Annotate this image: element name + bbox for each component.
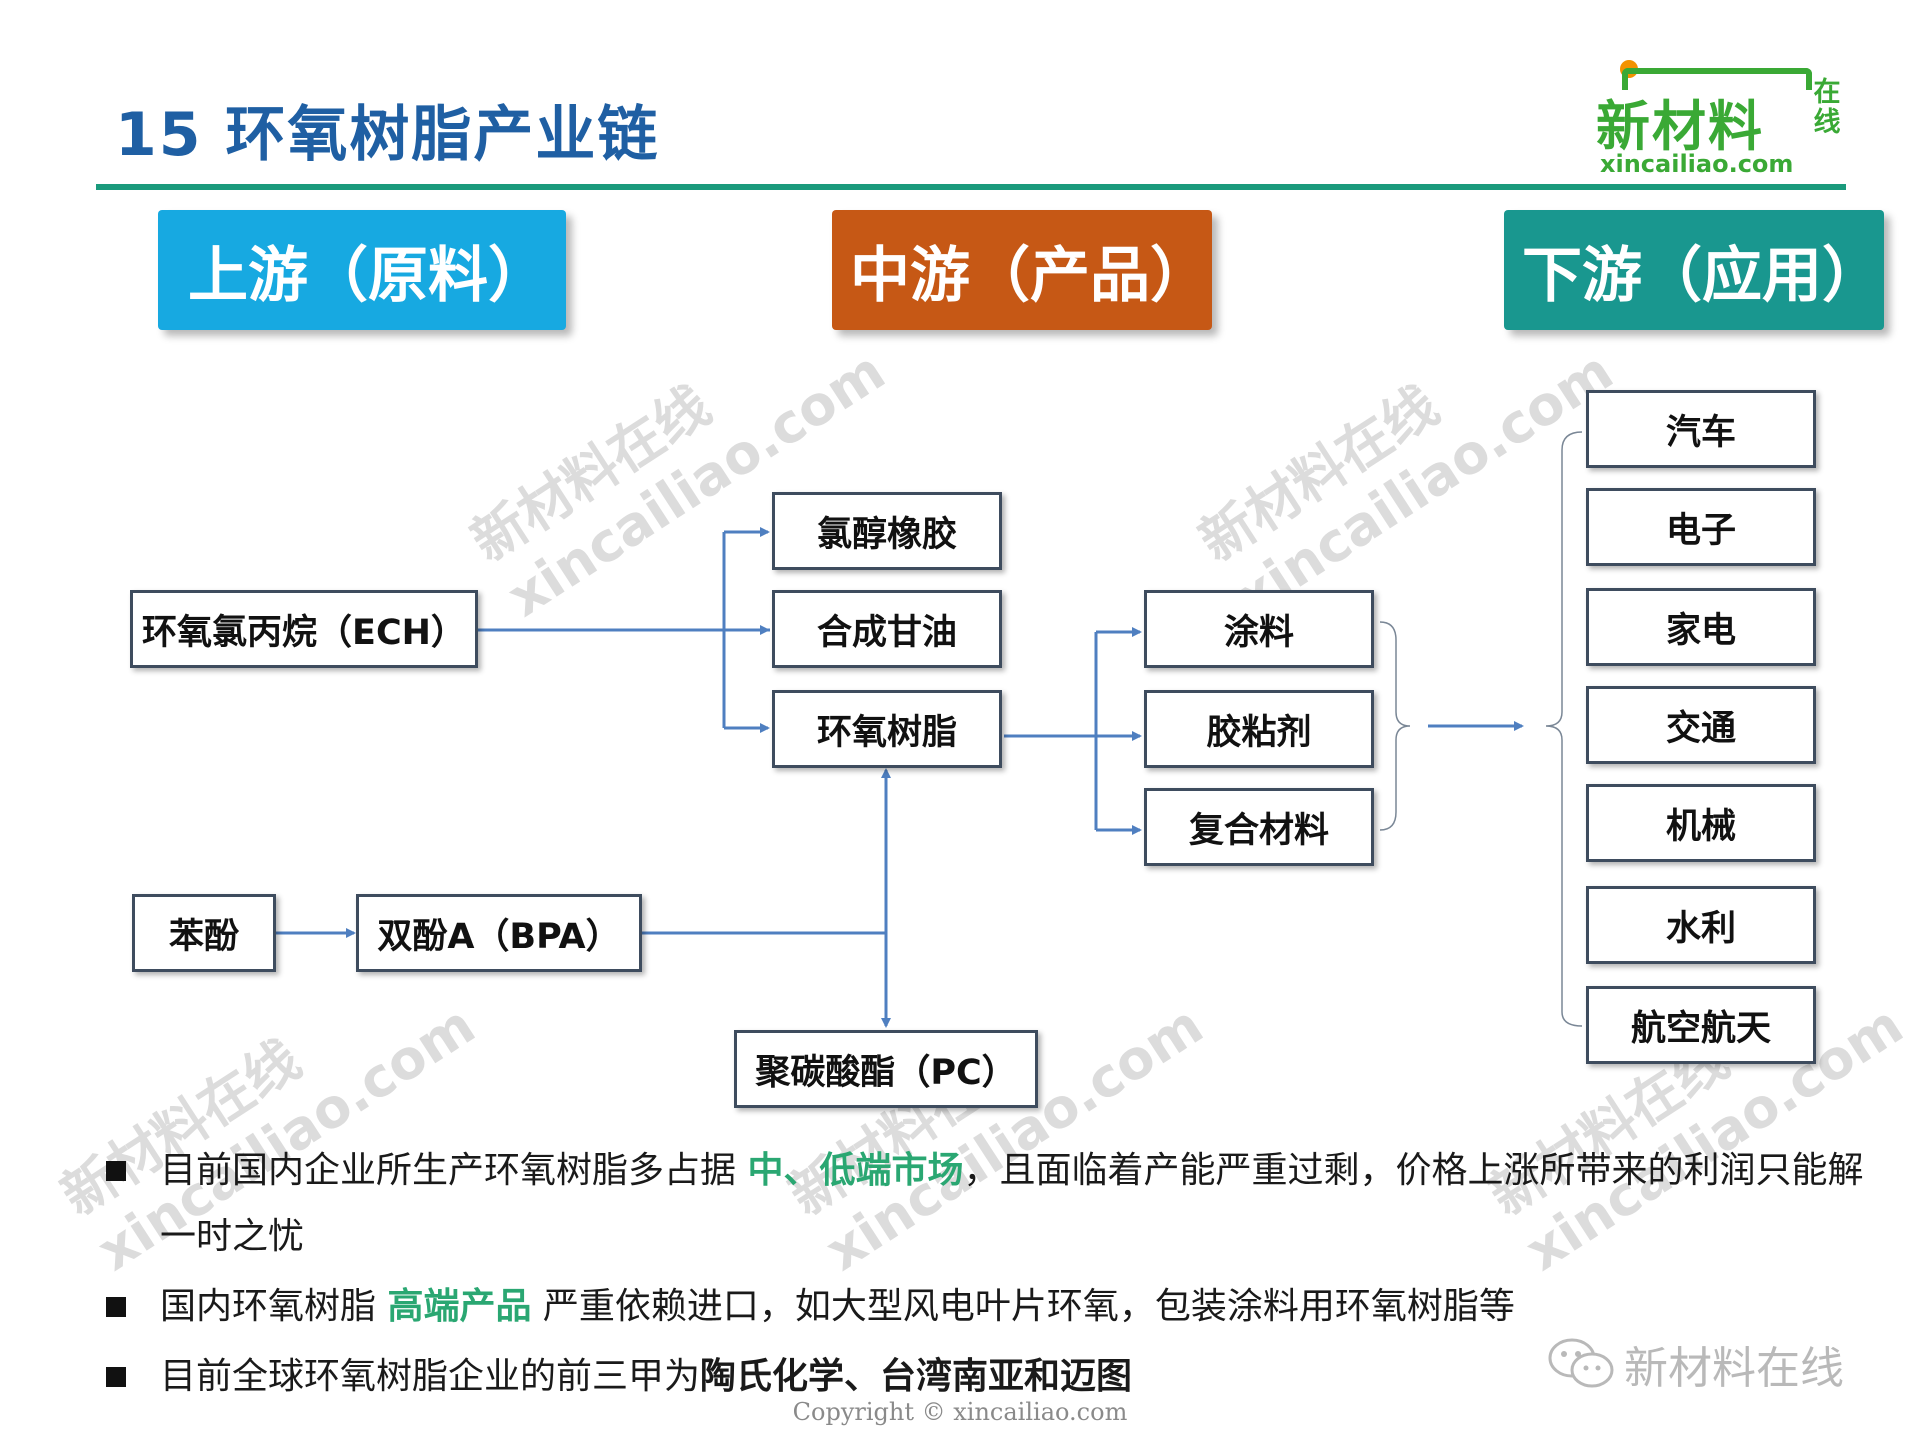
copyright: Copyright © xincailiao.com: [792, 1398, 1128, 1426]
square-bullet-icon: [106, 1161, 126, 1181]
node-phenol: 苯酚: [132, 894, 276, 972]
node-synthetic-glycerin: 合成甘油: [772, 590, 1002, 668]
stage-upstream: 上游（原料）: [158, 210, 566, 330]
title-divider: [96, 184, 1846, 190]
logo-roof-icon: [1622, 68, 1812, 90]
brand-logo: 新材料 在线 xincailiao.com: [1588, 60, 1848, 178]
node-bpa: 双酚A（BPA）: [356, 894, 642, 972]
square-bullet-icon: [106, 1297, 126, 1317]
app-node: 家电: [1586, 588, 1816, 666]
note-text: 目前全球环氧树脂企业的前三甲为陶氏化学、台湾南亚和迈图: [160, 1356, 1133, 1397]
wechat-name: 新材料在线: [1624, 1343, 1844, 1394]
node-coating: 涂料: [1144, 590, 1374, 668]
node-pc: 聚碳酸酯（PC）: [734, 1030, 1038, 1108]
note-item: 目前全球环氧树脂企业的前三甲为陶氏化学、台湾南亚和迈图: [106, 1344, 1886, 1410]
wechat-icon: [1548, 1338, 1614, 1388]
node-ech: 环氧氯丙烷（ECH）: [130, 590, 478, 668]
logo-wordmark: 新材料: [1596, 95, 1764, 158]
logo-side-text: 在线: [1813, 77, 1841, 138]
note-text: 目前国内企业所生产环氧树脂多占据 中、低端市场，且面临着产能严重过剩，价格上涨所…: [160, 1150, 1864, 1257]
square-bullet-icon: [106, 1367, 126, 1387]
stage-midstream: 中游（产品）: [832, 210, 1212, 330]
app-node: 机械: [1586, 784, 1816, 862]
bracket-applications: [1545, 431, 1583, 1027]
app-node: 水利: [1586, 886, 1816, 964]
page-title: 15 环氧树脂产业链: [115, 100, 660, 170]
node-composite: 复合材料: [1144, 788, 1374, 866]
wechat-account: 新材料在线: [1546, 1332, 1844, 1396]
stage-downstream: 下游（应用）: [1504, 210, 1884, 330]
app-node: 汽车: [1586, 390, 1816, 468]
logo-url: xincailiao.com: [1600, 150, 1794, 178]
note-item: 国内环氧树脂 高端产品 严重依赖进口，如大型风电叶片环氧，包装涂料用环氧树脂等: [106, 1274, 1886, 1340]
note-item: 目前国内企业所生产环氧树脂多占据 中、低端市场，且面临着产能严重过剩，价格上涨所…: [106, 1138, 1886, 1270]
app-node: 航空航天: [1586, 986, 1816, 1064]
app-node: 电子: [1586, 488, 1816, 566]
notes-list: 目前国内企业所生产环氧树脂多占据 中、低端市场，且面临着产能严重过剩，价格上涨所…: [106, 1138, 1886, 1410]
app-node: 交通: [1586, 686, 1816, 764]
node-chloroprene-rubber: 氯醇橡胶: [772, 492, 1002, 570]
note-text: 国内环氧树脂 高端产品 严重依赖进口，如大型风电叶片环氧，包装涂料用环氧树脂等: [160, 1286, 1515, 1327]
bracket-products: [1379, 621, 1411, 831]
node-adhesive: 胶粘剂: [1144, 690, 1374, 768]
node-epoxy-resin: 环氧树脂: [772, 690, 1002, 768]
